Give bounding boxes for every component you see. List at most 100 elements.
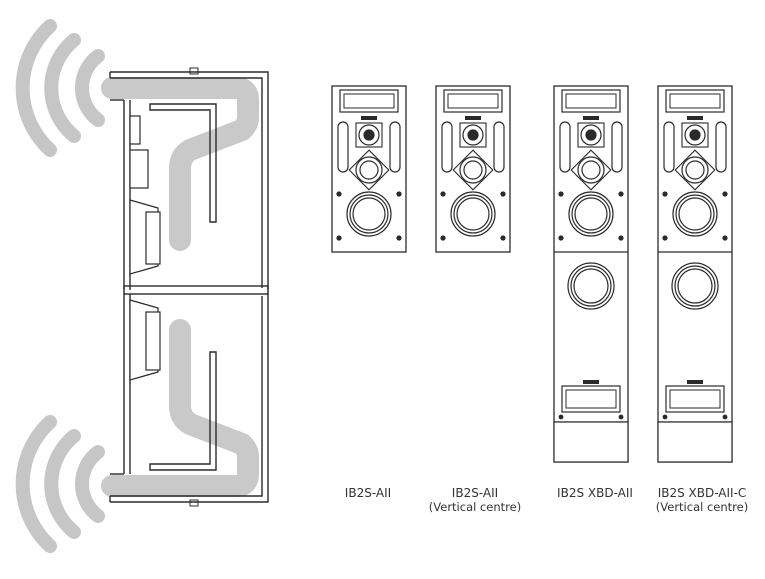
bass-dustcap xyxy=(456,197,490,231)
speaker-caption-3: IB2S XBD-AII xyxy=(535,486,655,500)
bass-dustcap xyxy=(677,268,713,304)
badge-icon xyxy=(361,116,377,120)
midrange-plate xyxy=(348,149,390,191)
speaker-front-1 xyxy=(331,85,407,253)
tweeter-ring xyxy=(462,124,484,146)
driver-cone xyxy=(349,194,389,234)
driver-cone xyxy=(570,265,612,307)
tweeter-plate xyxy=(681,122,709,148)
model-label: IB2S-AII xyxy=(451,486,499,500)
speaker-front-2 xyxy=(435,85,511,253)
driver-surround xyxy=(671,262,719,310)
midrange-plate xyxy=(674,149,716,191)
screw-icon xyxy=(618,235,624,241)
bass-dustcap xyxy=(574,197,608,231)
cabinet-body xyxy=(435,85,511,253)
screw-icon xyxy=(500,191,506,197)
side-port xyxy=(441,121,453,173)
screw-icon xyxy=(722,235,728,241)
screw-icon xyxy=(558,414,564,420)
model-label: IB2S XBD-AII-C xyxy=(657,486,747,500)
midrange-cone xyxy=(681,156,709,184)
note-label: (Vertical centre) xyxy=(428,500,522,514)
hinge-mark xyxy=(189,67,199,507)
midrange-cone xyxy=(355,156,383,184)
port-slot-inner xyxy=(565,389,617,409)
screw-icon xyxy=(722,191,728,197)
speaker-caption-2: IB2S-AII (Vertical centre) xyxy=(415,486,535,514)
driver-cone xyxy=(675,194,715,234)
midrange-inner xyxy=(359,160,379,180)
midrange-inner xyxy=(685,160,705,180)
tweeter-dome xyxy=(585,129,597,141)
speaker-front-views xyxy=(331,85,733,463)
side-port xyxy=(493,121,505,173)
cabinet-body xyxy=(657,85,733,463)
note-label: (Vertical centre) xyxy=(655,500,749,514)
speaker-front-4 xyxy=(657,85,733,463)
port-slot-inner xyxy=(447,93,499,109)
screw-icon xyxy=(618,414,624,420)
port-slot xyxy=(561,385,621,413)
plinth xyxy=(553,421,629,463)
driver-section-lower xyxy=(129,299,161,381)
screw-icon xyxy=(396,235,402,241)
midrange-inner xyxy=(581,160,601,180)
port-slot xyxy=(443,89,503,113)
tweeter-ring xyxy=(358,124,380,146)
driver-surround xyxy=(450,191,496,237)
driver-cone xyxy=(571,194,611,234)
port-slot xyxy=(665,89,725,113)
bass-dustcap xyxy=(678,197,712,231)
port-slot xyxy=(339,89,399,113)
screw-icon xyxy=(440,191,446,197)
model-label: IB2S-AII xyxy=(344,486,392,500)
speaker-front-3 xyxy=(553,85,629,463)
speaker-caption-1: IB2S-AII xyxy=(308,486,428,500)
screw-icon xyxy=(662,235,668,241)
screw-icon xyxy=(336,191,342,197)
tweeter-dome xyxy=(689,129,701,141)
side-port xyxy=(389,121,401,173)
driver-cone xyxy=(674,265,716,307)
driver-surround xyxy=(568,191,614,237)
port-slot-inner xyxy=(565,93,617,109)
model-label: IB2S XBD-AII xyxy=(557,486,633,500)
tweeter-plate xyxy=(459,122,487,148)
driver-surround xyxy=(672,191,718,237)
cabinet-cross-section xyxy=(15,19,269,553)
midrange-cone xyxy=(577,156,605,184)
midrange-plate xyxy=(570,149,612,191)
bass-dustcap xyxy=(352,197,386,231)
screw-icon xyxy=(336,235,342,241)
side-port xyxy=(715,121,727,173)
tweeter-plate xyxy=(355,122,383,148)
screw-icon xyxy=(662,191,668,197)
screw-icon xyxy=(618,191,624,197)
screw-icon xyxy=(558,191,564,197)
sound-wave-icon xyxy=(15,415,105,553)
driver-cone xyxy=(453,194,493,234)
side-port xyxy=(559,121,571,173)
speaker-caption-4: IB2S XBD-AII-C (Vertical centre) xyxy=(642,486,762,514)
badge-icon xyxy=(687,116,703,120)
sound-wave-icon xyxy=(15,19,105,157)
cabinet-body xyxy=(331,85,407,253)
port-slot-inner xyxy=(669,93,721,109)
badge-icon xyxy=(583,116,599,120)
plinth xyxy=(657,421,733,463)
cabinet-body xyxy=(553,85,629,463)
tweeter-dome xyxy=(363,129,375,141)
screw-icon xyxy=(440,235,446,241)
bass-dustcap xyxy=(573,268,609,304)
screw-icon xyxy=(722,414,728,420)
screw-icon xyxy=(396,191,402,197)
driver-surround xyxy=(567,262,615,310)
driver-section-upper xyxy=(129,115,161,275)
driver-surround xyxy=(346,191,392,237)
screw-icon xyxy=(500,235,506,241)
tweeter-ring xyxy=(684,124,706,146)
port-slot-inner xyxy=(669,389,721,409)
screw-icon xyxy=(662,414,668,420)
